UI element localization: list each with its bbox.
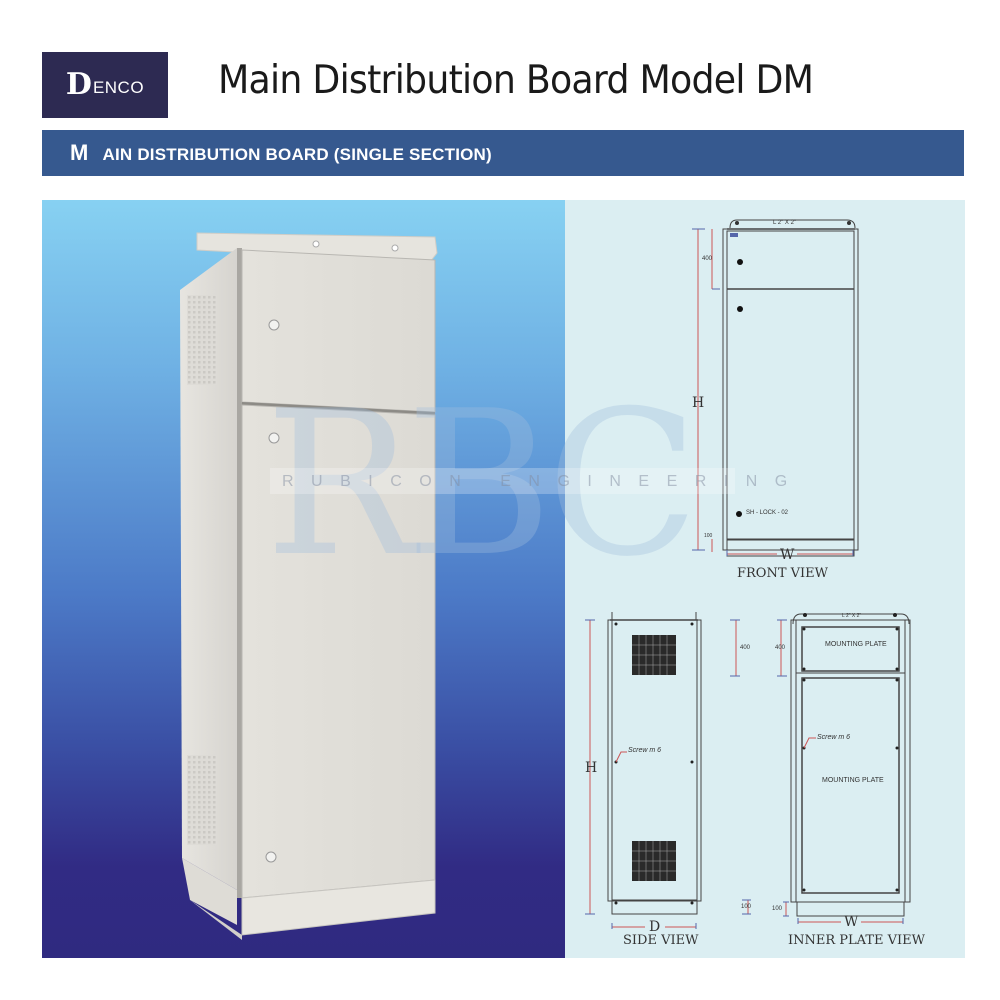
logo-initial: D xyxy=(65,67,92,102)
section-title: Main distribution board (single section) xyxy=(56,140,492,166)
side-bottom-dim: 100 xyxy=(741,904,752,910)
page-title: Main Distribution Board Model DM xyxy=(218,58,814,103)
front-width-label: W xyxy=(780,547,795,563)
inner-upper-plate-label: MOUNTING PLATE xyxy=(825,641,887,648)
front-view-caption: FRONT VIEW xyxy=(737,566,829,581)
technical-drawings: L 2" X 2" 400 H SH - LOCK - 02 100 W FRO… xyxy=(565,200,965,958)
inner-top-plate-label: L 2" X 2" xyxy=(842,613,862,619)
inner-top-dim: 400 xyxy=(775,645,786,651)
side-depth-label: D xyxy=(649,919,661,935)
section-band: Main distribution board (single section) xyxy=(42,130,964,176)
side-screw-label: Screw m 6 xyxy=(628,747,662,754)
inner-screw-label: Screw m 6 xyxy=(817,734,851,741)
side-top-dim: 400 xyxy=(740,645,751,651)
inner-plate-view-caption: INNER PLATE VIEW xyxy=(788,933,926,948)
drawing-lines xyxy=(585,219,911,929)
front-top-plate-label: L 2" X 2" xyxy=(773,220,797,226)
section-title-rest: ain distribution board (single section) xyxy=(102,145,492,164)
front-bottom-dim: 100 xyxy=(704,533,713,539)
inner-bottom-dim: 100 xyxy=(772,906,783,912)
side-height-label: H xyxy=(585,760,598,776)
cabinet-illustration xyxy=(180,232,438,940)
front-top-dim: 400 xyxy=(702,256,713,262)
inner-width-label: W xyxy=(844,914,859,930)
front-lock-label: SH - LOCK - 02 xyxy=(746,510,789,516)
inner-lower-plate-label: MOUNTING PLATE xyxy=(822,777,884,784)
front-height-label: H xyxy=(692,395,705,411)
logo-text: ENCO xyxy=(92,78,145,97)
side-view-caption: SIDE VIEW xyxy=(623,933,699,948)
section-title-initial: M xyxy=(70,140,89,165)
product-photo xyxy=(42,200,565,958)
